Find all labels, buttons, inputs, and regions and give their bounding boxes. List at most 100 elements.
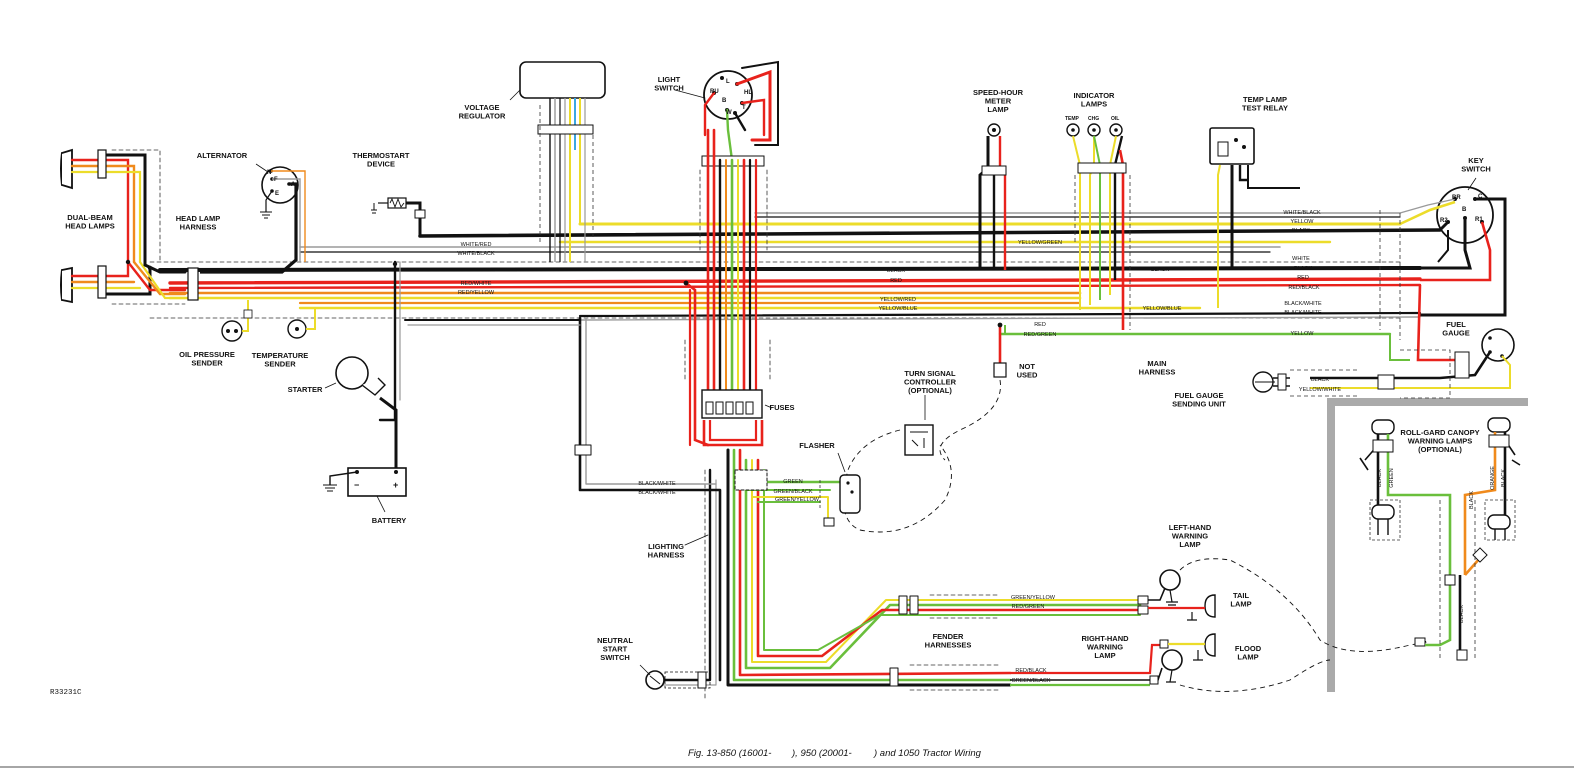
term-alt-n: N <box>267 170 271 176</box>
wire-label-red-2: RED <box>1297 275 1309 281</box>
term-oil: OIL <box>1111 116 1119 122</box>
wire-label-rg-orange: ORANGE <box>1490 466 1496 490</box>
term-ks-r2: R2 <box>1440 218 1448 224</box>
key-switch <box>1379 177 1507 340</box>
wire-label-green-yellow-1: GREEN/YELLOW <box>775 497 820 503</box>
wire-label-yellow-blue-l: YELLOW/BLUE <box>879 306 918 312</box>
light-switch <box>674 60 779 447</box>
term-ls-ru: RU <box>710 89 719 95</box>
term-alt-f: F <box>274 177 278 183</box>
wire-label-black-fuel: BLACK <box>1311 377 1329 383</box>
wire-label-yellow-blue-r: YELLOW/BLUE <box>1143 306 1182 312</box>
wire-label-black-white-3: BLACK/WHITE <box>638 481 676 487</box>
wire-label-yellow-2: YELLOW <box>1291 331 1315 337</box>
wire-label-red-black-2: RED/BLACK <box>1015 668 1047 674</box>
neutral-start-switch <box>639 664 711 690</box>
rear-lamps <box>1010 558 1429 692</box>
temp-lamp-test-relay <box>1209 127 1300 308</box>
flasher <box>819 452 861 527</box>
wire-label-rg-green: GREEN <box>1389 468 1395 488</box>
wire-label-green-yellow-2: GREEN/YELLOW <box>1011 595 1056 601</box>
term-temp: TEMP <box>1065 116 1080 122</box>
term-ls-hl: HL <box>744 90 752 96</box>
term-ls-t: T <box>742 105 746 111</box>
indicator-lamps <box>1066 123 1131 330</box>
wire-label-yellow-white: YELLOW/WHITE <box>1299 387 1342 393</box>
wire-label-rg-black-4: BLACK <box>1469 491 1475 509</box>
term-ls-l: L <box>726 79 730 85</box>
wire-label-red-1: RED <box>890 278 902 284</box>
starter <box>324 356 398 470</box>
black-white-harness <box>378 260 722 682</box>
lighting-harness <box>648 448 1149 701</box>
caption: Fig. 13-850 (16001- ), 950 (20001- ) and… <box>688 748 982 759</box>
wire-label-white-red: WHITE/RED <box>461 242 492 248</box>
main-harness-wires <box>149 212 1442 336</box>
terminal-labels: N F A E HL RU L T W B BR C R2 B R1 TEMP … <box>267 79 1483 490</box>
fuel-gauge <box>1252 284 1515 399</box>
thermostart-device <box>371 197 426 236</box>
wire-label-black-1: BLACK <box>887 268 905 274</box>
wire-labels: WHITE/RED WHITE/BLACK RED/WHITE RED/YELL… <box>457 210 1507 684</box>
wire-label-red-3: RED <box>1034 322 1046 328</box>
term-ls-w: W <box>726 110 732 116</box>
wire-label-red-white: RED/WHITE <box>461 281 492 287</box>
label-flasher: FLASHER <box>799 441 835 450</box>
term-bat-plus: + <box>393 480 398 490</box>
head-lamps <box>60 148 199 305</box>
wire-label-yellow-green: YELLOW/GREEN <box>1018 240 1062 246</box>
wire-label-white-1: WHITE <box>1292 256 1310 262</box>
wire-label-black-white-1: BLACK/WHITE <box>1284 301 1322 307</box>
voltage-regulator <box>509 61 606 262</box>
term-alt-a: A <box>291 182 296 188</box>
wire-label-black-3: BLACK <box>1294 266 1312 272</box>
figure-id: R33231C <box>50 689 82 697</box>
wire-label-green-black-1: GREEN/BLACK <box>773 489 812 495</box>
rollgard-lamps <box>1359 417 1521 661</box>
term-alt-e: E <box>275 191 279 197</box>
wire-label-green-black-2: GREEN/BLACK <box>1011 678 1050 684</box>
speed-hour-meter-lamp <box>978 123 1007 270</box>
turn-signal-controller <box>843 395 952 533</box>
label-starter: STARTER <box>288 385 323 394</box>
wire-label-rg-black-3: BLACK <box>1459 605 1465 623</box>
wire-label-yellow-1: YELLOW <box>1291 219 1315 225</box>
term-ks-b: B <box>1462 207 1467 213</box>
caption-part-3: ) and 1050 Tractor Wiring <box>873 748 982 759</box>
label-battery: BATTERY <box>372 516 407 525</box>
label-alternator: ALTERNATOR <box>197 151 248 160</box>
term-ks-r1: R1 <box>1475 217 1483 223</box>
wire-label-black-white-4: BLACK/WHITE <box>638 490 676 496</box>
wire-label-yellow-red: YELLOW/RED <box>880 297 916 303</box>
label-fuses: FUSES <box>769 403 794 412</box>
wire-label-black-white-2: BLACK/WHITE <box>1284 310 1322 316</box>
fuses <box>701 389 773 447</box>
wire-label-red-black-1: RED/BLACK <box>1288 285 1320 291</box>
wire-label-rg-black-1: BLACK <box>1377 469 1383 487</box>
wire-label-rg-black-2: BLACK <box>1501 469 1507 487</box>
term-ls-b: B <box>722 98 727 104</box>
senders <box>221 300 316 342</box>
not-used-connector <box>939 322 1007 461</box>
wire-label-white-black-2: WHITE/BLACK <box>1283 210 1321 216</box>
